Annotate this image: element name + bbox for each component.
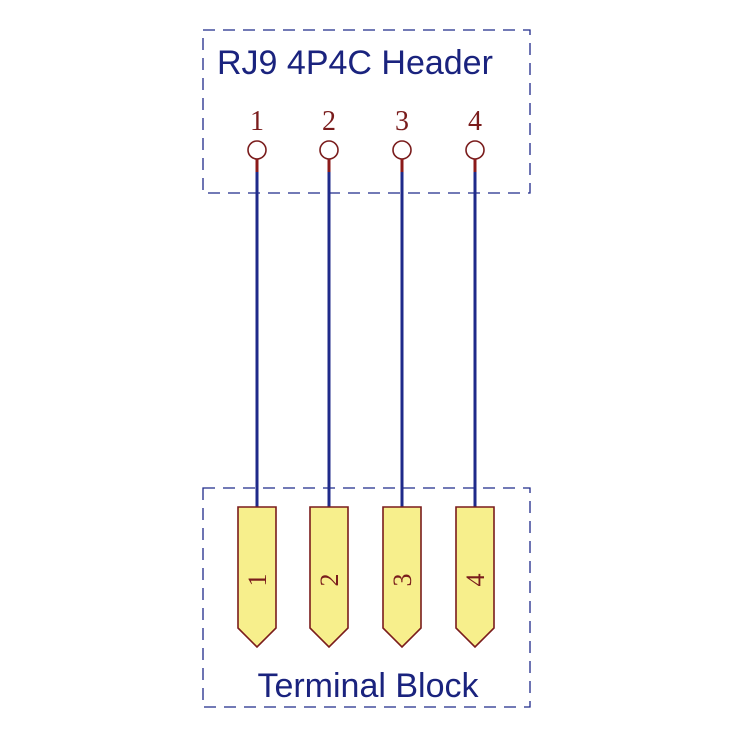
terminal-label-3: 3 [388,574,417,587]
terminal-4: 4 [455,506,495,649]
terminal-shape-3 [382,506,422,649]
header-title: RJ9 4P4C Header [217,44,493,82]
wires [255,159,477,507]
terminal-block-component: Terminal Block [202,487,531,708]
header-pin-label-2: 2 [322,106,336,137]
header-pin-2: 2 [319,106,339,160]
header-pin-label-1: 1 [250,106,264,137]
header-pin-1: 1 [247,106,267,160]
terminal-3: 3 [382,506,422,649]
terminal-label-1: 1 [243,574,272,587]
terminal-shape-1 [237,506,277,649]
header-pin-4: 4 [465,106,485,160]
terminal-label-2: 2 [315,574,344,587]
header-box-outline [202,29,531,194]
header-pin-circle-1 [247,140,267,160]
terminal-shape-2 [309,506,349,649]
header-component: RJ9 4P4C Header [202,29,531,194]
terminal-block-title: Terminal Block [257,667,479,705]
terminal-shape-4 [455,506,495,649]
header-pin-label-4: 4 [468,106,482,137]
terminal-block-box-outline [202,487,531,708]
header-pin-label-3: 3 [395,106,409,137]
header-pin-circle-2 [319,140,339,160]
header-pin-circle-4 [465,140,485,160]
terminal-1: 1 [237,506,277,649]
terminal-label-4: 4 [461,574,490,587]
header-pin-circle-3 [392,140,412,160]
terminal-2: 2 [309,506,349,649]
header-pin-3: 3 [392,106,412,160]
